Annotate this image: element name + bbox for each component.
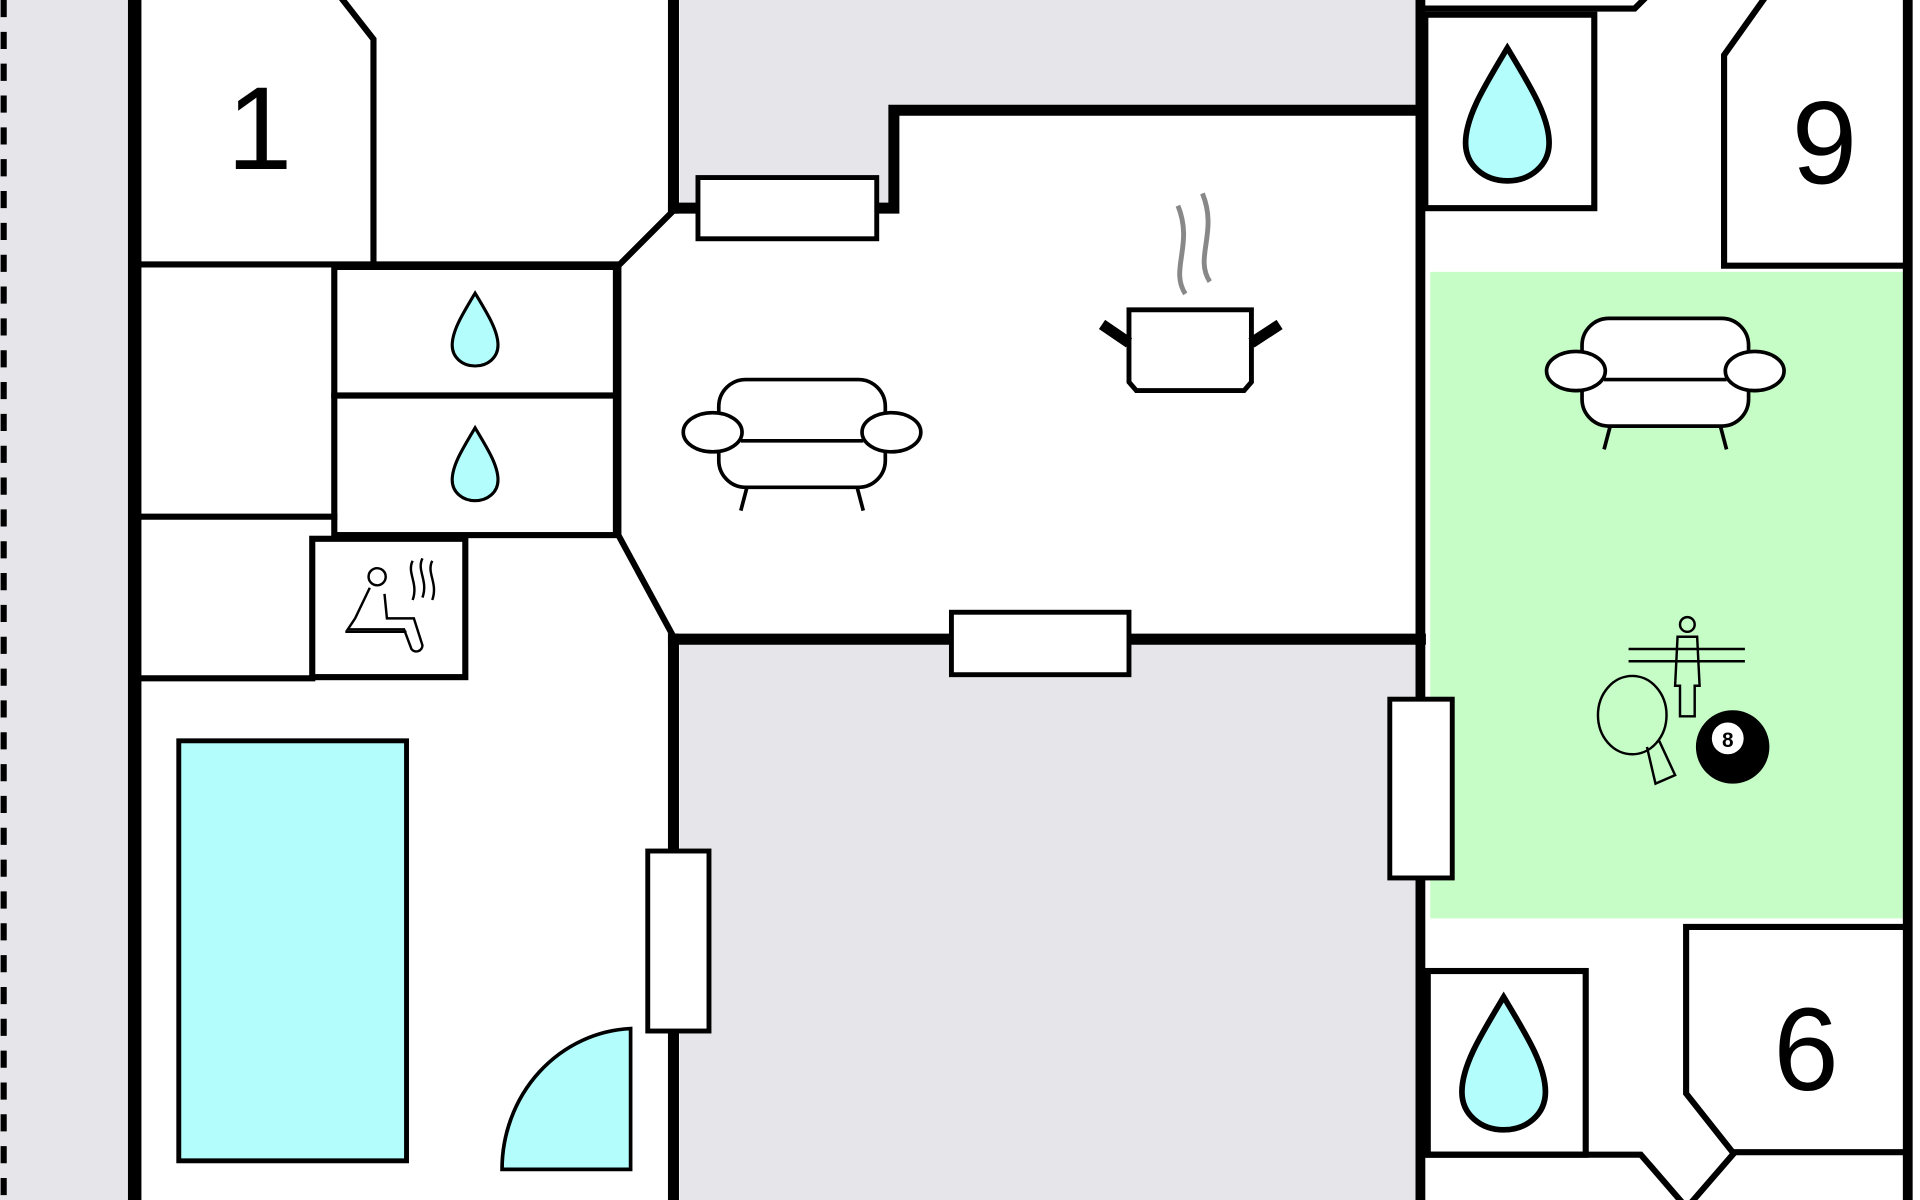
window <box>1387 696 1455 881</box>
table-tennis-icon <box>1596 674 1677 786</box>
room-number-9: 9 <box>1792 78 1857 209</box>
door <box>500 1026 633 1172</box>
terrace-bottom <box>679 642 1418 1200</box>
billiard-ball-icon: 8 <box>1695 710 1770 784</box>
room-number-6: 6 <box>1773 984 1838 1115</box>
games-icons: 8 <box>1596 615 1770 786</box>
walls <box>127 0 1913 1200</box>
foosball-icon <box>1628 615 1745 718</box>
billiard-ball-number: 8 <box>1722 729 1734 752</box>
water-drop-icon <box>450 426 500 503</box>
water-drop-icon <box>1462 997 1546 1130</box>
cooking-pot-icon <box>1098 192 1283 394</box>
window <box>695 175 880 242</box>
terrace-top <box>679 0 1418 209</box>
water-drop-icon <box>450 291 500 368</box>
window <box>645 848 712 1034</box>
room-number-1: 1 <box>227 63 292 194</box>
window <box>948 609 1132 678</box>
water-drop-icon <box>1466 48 1550 181</box>
pool <box>176 738 409 1164</box>
outside-area <box>0 0 135 1200</box>
sauna-icon <box>345 557 436 653</box>
sofa-icon <box>681 377 923 513</box>
